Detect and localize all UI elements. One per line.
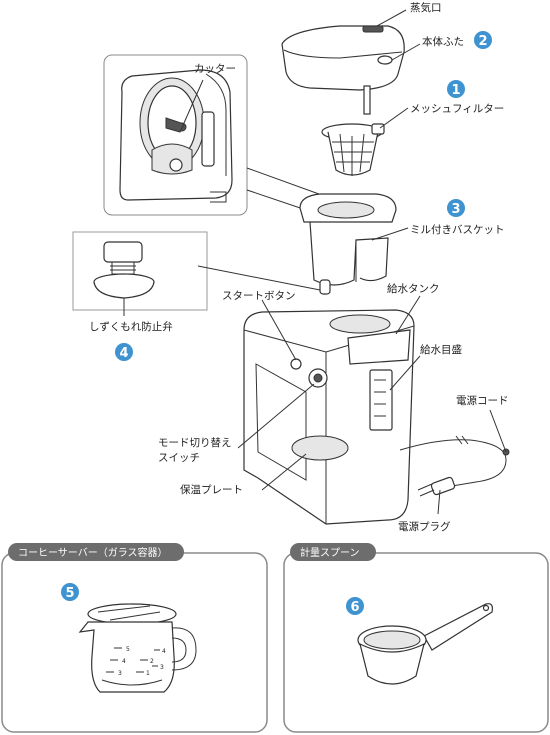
svg-text:3: 3 <box>451 202 460 217</box>
warming-plate-label: 保温プレート <box>180 483 243 496</box>
start-button-label: スタートボタン <box>222 290 296 302</box>
svg-text:6: 6 <box>350 600 359 615</box>
mill-basket-leader <box>371 227 409 241</box>
drip-valve-label: しずくもれ防止弁 <box>89 320 173 333</box>
water-tank-label: 給水タンク <box>387 282 440 295</box>
svg-text:2: 2 <box>150 658 154 665</box>
power-plug-label: 電源プラグ <box>398 520 451 533</box>
water-tank-leader <box>395 295 421 335</box>
server-panel: コーヒーサーバー（ガラス容器） 5 5 4 3 2 1 4 <box>1 543 268 733</box>
svg-text:3: 3 <box>118 670 122 677</box>
drip-valve-leader <box>197 265 321 291</box>
body-lid-label: 本体ふた <box>422 35 464 48</box>
steam-port-label: 蒸気口 <box>410 1 442 14</box>
svg-text:5: 5 <box>126 646 130 653</box>
start-button-leader <box>261 299 297 361</box>
mode-switch-leader <box>237 383 315 449</box>
mesh-filter <box>321 123 385 176</box>
warming-plate-leader <box>261 453 307 491</box>
body-lid-leader <box>391 43 421 61</box>
measuring-spoon <box>357 603 493 685</box>
server-panel-title: コーヒーサーバー（ガラス容器） <box>18 546 168 559</box>
svg-text:4: 4 <box>122 658 126 665</box>
main-body <box>243 309 415 525</box>
spoon-panel-title: 計量スプーン <box>300 546 360 559</box>
mode-switch-label-1: モード切り替え <box>158 436 232 449</box>
svg-text:4: 4 <box>162 648 166 655</box>
power-cord-label: 電源コード <box>456 394 509 407</box>
svg-text:1: 1 <box>146 670 150 677</box>
svg-text:4: 4 <box>119 346 128 361</box>
svg-text:3: 3 <box>160 664 164 671</box>
badge-body-lid: 2 <box>474 31 492 49</box>
badge-mesh-filter: 1 <box>447 80 465 98</box>
badge-server: 5 <box>61 583 79 601</box>
drip-valve-inset <box>72 231 208 316</box>
water-gauge-label: 給水目盛 <box>420 343 462 356</box>
cutter-inset-leader <box>246 167 331 199</box>
carafe <box>78 603 197 693</box>
spoon-panel: 計量スプーン 6 <box>283 543 549 733</box>
cutter-label: カッター <box>194 63 236 75</box>
carafe-marks: 5 4 3 2 1 4 3 <box>106 646 166 677</box>
mesh-filter-leader <box>379 107 409 129</box>
badge-drip-valve: 4 <box>115 343 133 361</box>
svg-text:5: 5 <box>65 586 74 601</box>
power-cord-leader <box>489 409 507 453</box>
mesh-filter-label: メッシュフィルター <box>410 103 504 115</box>
svg-text:1: 1 <box>451 83 460 98</box>
cutter-inset: カッター <box>103 54 248 216</box>
power-plug-leader <box>437 489 441 515</box>
water-gauge-leader <box>389 355 421 391</box>
badge-mill-basket: 3 <box>447 199 465 217</box>
power-cord <box>399 435 510 497</box>
svg-text:2: 2 <box>478 34 487 49</box>
mill-basket-label: ミル付きバスケット <box>410 223 505 236</box>
body-lid <box>281 25 405 115</box>
mill-basket <box>299 193 397 295</box>
steam-port-leader <box>376 9 407 27</box>
mode-switch-label-2: スイッチ <box>158 452 200 464</box>
badge-spoon: 6 <box>346 597 364 615</box>
